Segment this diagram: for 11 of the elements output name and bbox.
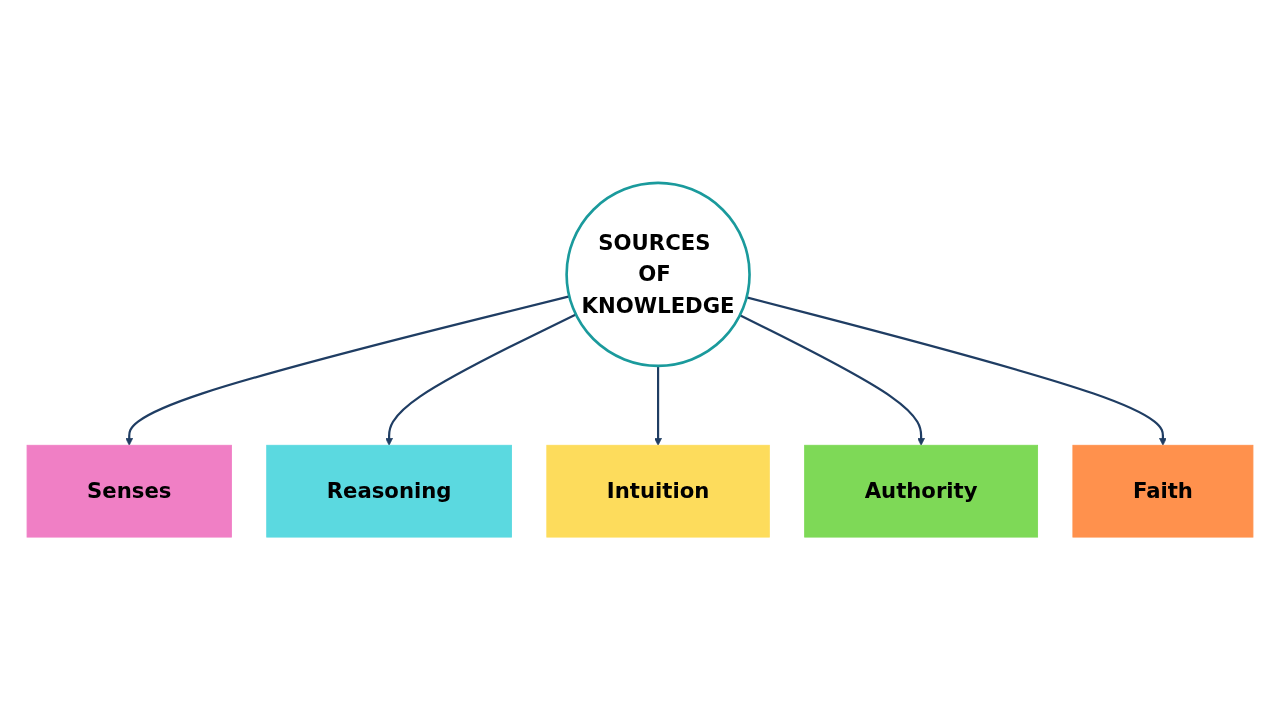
arrow [385,313,577,446]
node-box: Authority [804,444,1038,538]
arrow [654,365,662,446]
arrow [746,296,1167,446]
node-box: Reasoning [266,444,512,538]
node-box: Senses [26,444,232,538]
arrow [739,314,925,446]
node-circle: SOURCES OF KNOWLEDGE [565,181,751,368]
node-box: Intuition [546,444,770,538]
node-box: Faith [1072,444,1254,538]
arrow [125,295,570,446]
